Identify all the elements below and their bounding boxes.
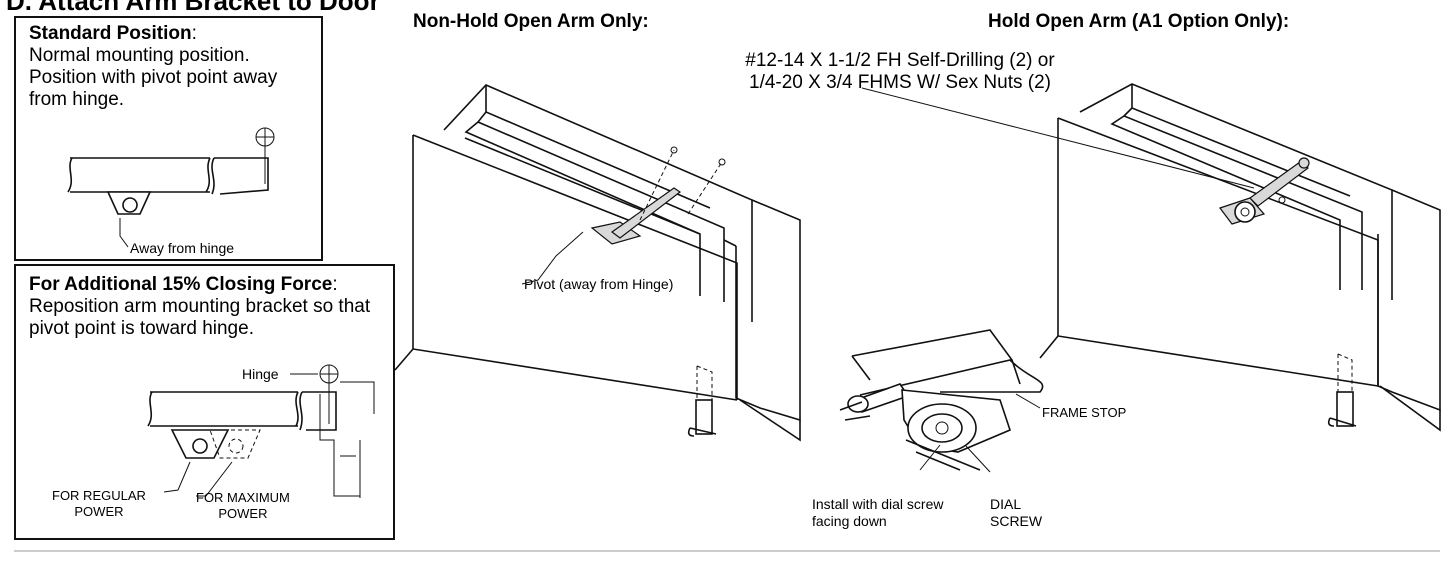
standard-position-box: Standard Position: Normal mounting posit… [14,16,323,261]
hold-open-detail-drawing [839,329,1044,473]
frame-stop-label: FRAME STOP [1042,405,1127,420]
hold-open-door-drawing [1039,83,1441,432]
additional-force-heading: For Additional 15% Closing Force: [29,274,338,295]
dial-screw-icon [921,413,963,443]
additional-force-description: Reposition arm mounting bracket so that … [29,296,371,339]
non-hold-door-drawing [394,84,801,442]
standard-position-drawing [67,127,275,248]
standard-position-description: Normal mounting position. Position with … [29,45,278,110]
section-title: D. Attach Arm Bracket to Door [6,0,380,16]
additional-force-box: For Additional 15% Closing Force: Reposi… [14,264,395,540]
screw-spec-label: #12-14 X 1-1/2 FH Self-Drilling (2) or 1… [745,50,1055,93]
pivot-label: Pivot (away from Hinge) [524,276,674,292]
standard-position-heading: Standard Position: [29,23,197,44]
additional-force-drawing [147,364,375,498]
hinge-label: Hinge [242,366,279,382]
non-hold-heading: Non-Hold Open Arm Only: [413,11,649,32]
hold-open-heading: Hold Open Arm (A1 Option Only): [988,11,1290,32]
dial-screw-icon [1234,201,1256,223]
away-from-hinge-label: Away from hinge [130,240,235,256]
